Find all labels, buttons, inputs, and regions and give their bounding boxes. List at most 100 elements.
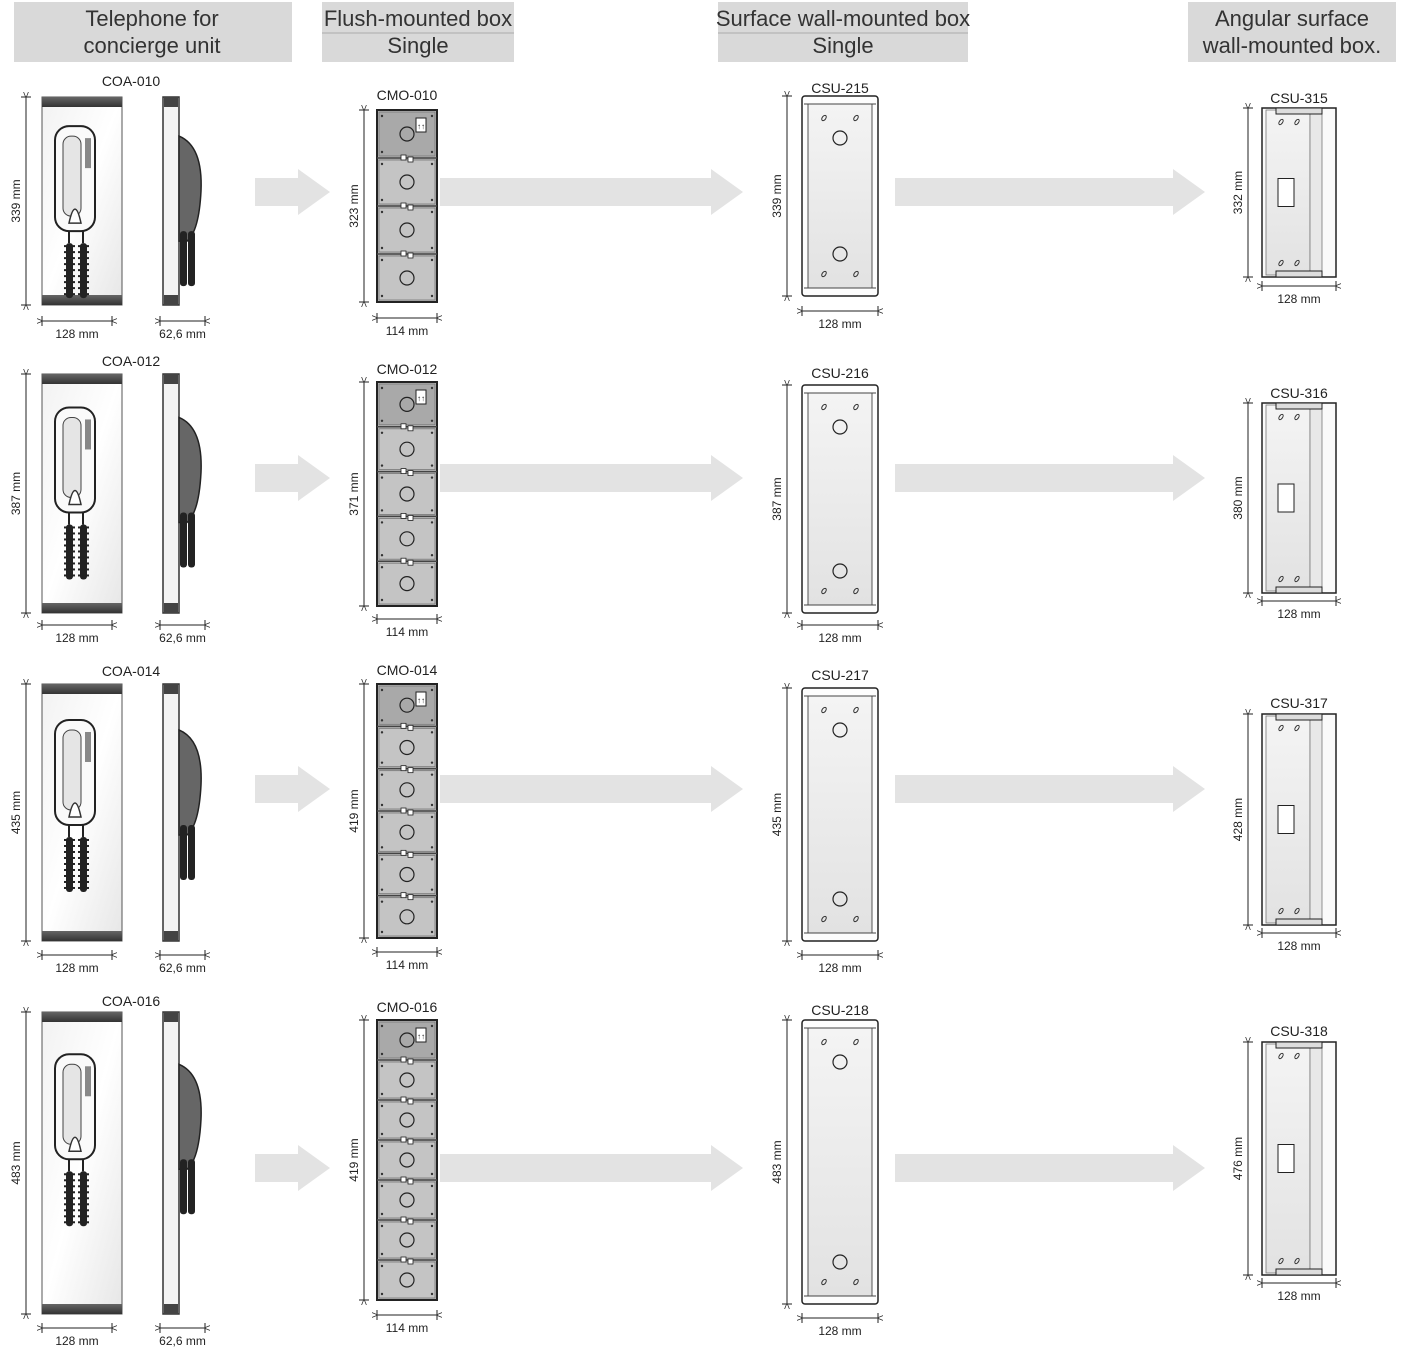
screw-hole: [430, 1024, 434, 1028]
header-line-2: Single: [387, 33, 448, 58]
knockout-hole: [399, 270, 415, 286]
cable-entry-hole: [832, 1054, 848, 1070]
screw-hole: [430, 386, 434, 390]
height-label: 339 mm: [770, 174, 784, 217]
side-bottom-cap: [164, 295, 178, 305]
surface-box-inner: [807, 103, 873, 289]
screw-hole: [380, 1144, 384, 1148]
fixing-slot: [853, 1278, 859, 1286]
height-label: 387 mm: [770, 477, 784, 520]
fixing-slot: [1294, 1257, 1300, 1265]
knockout-hole: [399, 441, 415, 457]
screw-hole: [430, 1092, 434, 1096]
screw-hole: [430, 114, 434, 118]
model-label: COA-014: [102, 663, 161, 679]
knockout-hole: [399, 531, 415, 547]
width-label: 128 mm: [55, 1334, 98, 1348]
mounting-cutout: [1277, 1144, 1295, 1173]
panel-top-cap: [42, 684, 122, 694]
joint-clip: [400, 1176, 407, 1183]
panel-top-cap: [42, 1012, 122, 1022]
header-line-1: Flush-mounted box: [324, 6, 512, 31]
flush-module: [378, 255, 436, 301]
side-coiled-cord: [188, 1159, 195, 1215]
joint-clip: [400, 1056, 407, 1063]
joint-clip: [407, 1058, 414, 1065]
joint-clip: [400, 849, 407, 856]
screw-hole: [380, 803, 384, 807]
joint-clip: [407, 156, 414, 163]
width-label: 128 mm: [818, 317, 861, 331]
flush-module: [378, 159, 436, 205]
joint-clip: [400, 557, 407, 564]
knockout-hole: [399, 909, 415, 925]
screw-hole: [380, 1292, 384, 1296]
knockout-hole: [399, 575, 415, 592]
screw-hole: [430, 815, 434, 819]
joint-clip: [400, 250, 407, 257]
telephone-side-panel: [162, 683, 180, 942]
fixing-slot: [821, 270, 827, 278]
screw-hole: [380, 719, 384, 722]
joint-clip: [400, 423, 407, 430]
screw-hole: [380, 761, 384, 764]
orientation-label: [415, 1027, 427, 1043]
side-handset: [178, 1063, 202, 1171]
width-label: 128 mm: [1277, 1289, 1320, 1303]
width-label: 62,6 mm: [159, 961, 206, 975]
model-label: CSU-217: [811, 667, 869, 683]
screw-hole: [380, 210, 384, 214]
screw-hole: [430, 1212, 434, 1216]
screw-hole: [380, 150, 384, 154]
screw-hole: [380, 419, 384, 422]
fixing-slot: [853, 403, 859, 411]
up-arrows-icon: ↑↑: [417, 394, 425, 403]
joint-clip: [407, 470, 414, 477]
arrow-telephone-to-flush: [255, 1145, 330, 1191]
screw-hole: [380, 888, 384, 891]
joint-clip: [407, 1218, 414, 1225]
joint-clip: [400, 513, 407, 519]
joint-clip: [407, 767, 414, 774]
screw-hole: [380, 731, 384, 734]
fixing-slot: [1294, 907, 1300, 915]
model-label: COA-016: [102, 993, 161, 1009]
screw-hole: [430, 888, 434, 891]
cable-entry-hole: [832, 891, 848, 907]
flush-module: [378, 1061, 436, 1099]
joint-clip: [400, 154, 407, 161]
screw-hole: [380, 1184, 384, 1188]
model-label: CSU-315: [1270, 90, 1328, 106]
screw-hole: [430, 162, 434, 166]
height-label: 371 mm: [347, 472, 361, 515]
mounting-cutout: [1277, 483, 1295, 513]
joint-clip: [407, 204, 414, 211]
width-label: 128 mm: [818, 1324, 861, 1338]
cable-entry-hole: [832, 722, 848, 738]
flush-module: [378, 1141, 436, 1179]
arrow-flush-to-surface: [440, 1145, 743, 1191]
screw-hole: [430, 598, 434, 602]
screw-hole: [430, 1144, 434, 1148]
top-bracket: [1275, 107, 1323, 115]
bottom-bracket: [1275, 586, 1323, 594]
joint-clip: [407, 1138, 414, 1145]
screw-hole: [430, 210, 434, 214]
orientation-label: [415, 691, 427, 707]
screw-hole: [430, 554, 434, 557]
screw-hole: [430, 1132, 434, 1136]
cable-entry-hole: [832, 1254, 848, 1270]
joint-clip: [407, 1258, 414, 1265]
up-arrows-icon: ↑↑: [417, 696, 425, 705]
mounting-cutout: [1277, 178, 1295, 207]
screw-hole: [380, 815, 384, 819]
height-label: 428 mm: [1231, 798, 1245, 841]
fixing-slot: [853, 1038, 859, 1046]
header-line-1: Angular surface: [1215, 6, 1369, 31]
header-bg: [718, 2, 968, 62]
